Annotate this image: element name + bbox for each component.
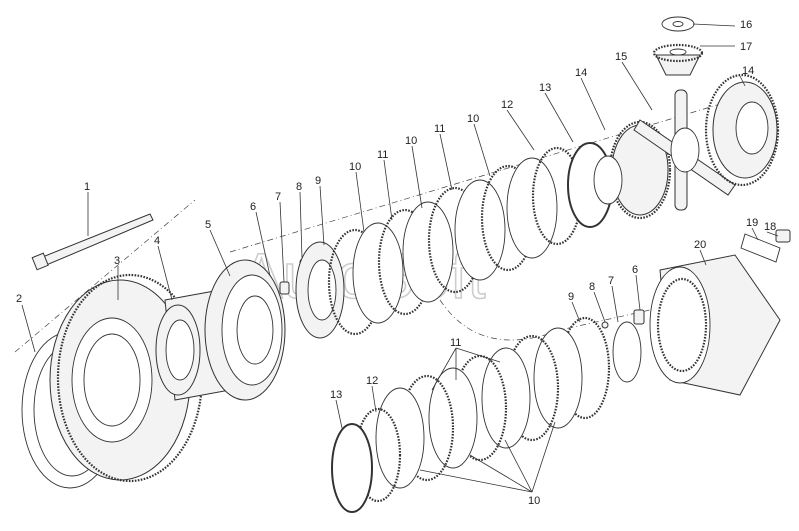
part-spring-lower <box>633 309 645 325</box>
part-spider <box>633 89 736 211</box>
callout-10b: 10 <box>405 135 417 147</box>
part-thrust-ring-lower <box>354 407 402 503</box>
part-thrust-washer <box>661 16 695 32</box>
callout-18: 18 <box>764 221 776 233</box>
callout-13a: 13 <box>539 82 551 94</box>
callout-12b: 12 <box>366 375 378 387</box>
callout-16: 16 <box>740 19 752 31</box>
callout-3: 3 <box>114 255 120 267</box>
callout-9a: 9 <box>315 175 321 187</box>
assembly-axis-upper <box>14 91 761 353</box>
leader-lines <box>21 23 779 493</box>
callout-14a: 14 <box>575 67 587 79</box>
assembly-axis-lower <box>439 299 651 341</box>
part-pressure-plate-upper <box>295 241 345 339</box>
callout-20: 20 <box>694 239 706 251</box>
part-pressure-plate-lower <box>559 316 611 420</box>
callout-8a: 8 <box>296 181 302 193</box>
callout-15: 15 <box>615 51 627 63</box>
part-side-gear-right <box>704 73 780 187</box>
callout-8b: 8 <box>589 281 595 293</box>
callout-1: 1 <box>84 181 90 193</box>
part-snap-ring-lower <box>331 423 373 513</box>
part-bevel-pinion <box>652 43 704 76</box>
callout-12a: 12 <box>501 99 513 111</box>
callout-19: 19 <box>746 217 758 229</box>
callout-6b: 6 <box>632 264 638 276</box>
callout-2: 2 <box>16 293 22 305</box>
callout-14b: 14 <box>742 65 754 77</box>
part-nut <box>775 229 791 243</box>
callout-13b: 13 <box>330 389 342 401</box>
part-clutch-housing <box>204 259 286 401</box>
callout-5: 5 <box>205 219 211 231</box>
part-side-gear-left <box>593 120 672 220</box>
callout-10a: 10 <box>349 161 361 173</box>
callout-9b: 9 <box>568 291 574 303</box>
part-bolt <box>31 213 154 271</box>
callout-17: 17 <box>740 41 752 53</box>
callout-11b: 11 <box>434 123 445 135</box>
callout-10c: 10 <box>467 113 479 125</box>
callout-labels: 1 2 3 4 5 6 7 8 9 10 11 10 11 10 12 13 1… <box>16 19 776 507</box>
callout-7a: 7 <box>275 191 281 203</box>
part-spring-upper <box>279 281 290 295</box>
callout-4: 4 <box>154 235 160 247</box>
part-differential-cup <box>649 254 781 396</box>
callout-11a: 11 <box>377 149 388 161</box>
lower-disc-stack <box>375 327 583 489</box>
part-lock-plate <box>740 233 781 263</box>
callout-10d: 10 <box>528 495 540 507</box>
part-ball-lower <box>601 321 609 329</box>
part-crown-gear <box>49 273 204 483</box>
part-pin-lower <box>612 321 642 383</box>
callout-7b: 7 <box>608 275 614 287</box>
upper-disc-stack <box>327 157 558 336</box>
callout-11c: 11 <box>450 337 461 349</box>
callout-6a: 6 <box>250 201 256 213</box>
